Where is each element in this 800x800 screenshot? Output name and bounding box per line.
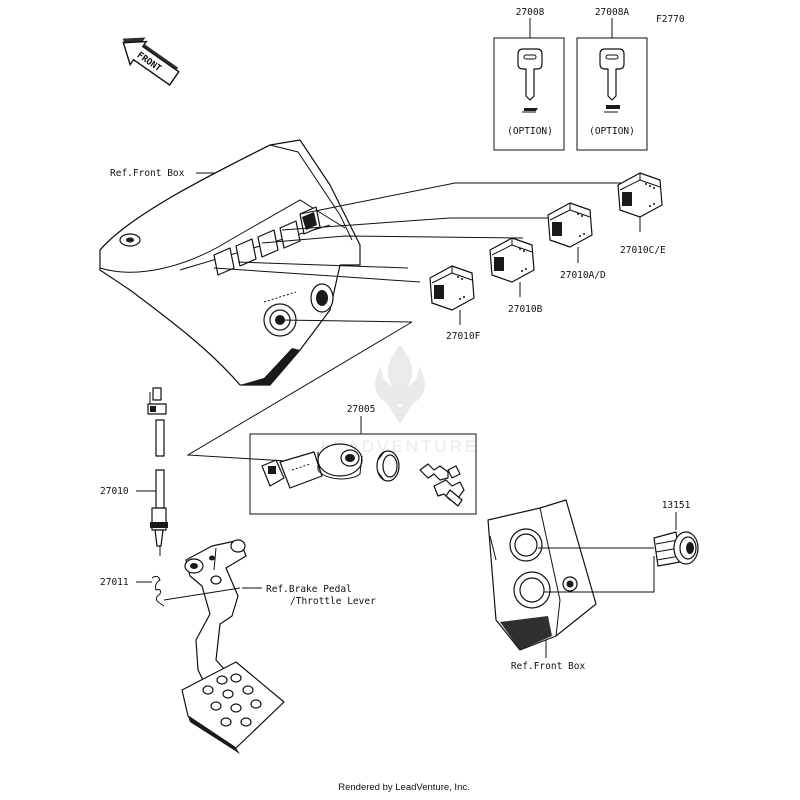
switch-27010F[interactable]: 27010F (429, 265, 481, 342)
label-27011: 27011 (100, 577, 129, 588)
pedal-pads (202, 673, 262, 727)
spring-27011[interactable]: 27011 (100, 575, 165, 607)
ref-brake-pedal-line2: /Throttle Lever (290, 596, 376, 607)
front-box-lower (487, 499, 597, 651)
key-27008-label: 27008 (516, 7, 545, 18)
ignition-switch (261, 443, 363, 489)
label-27010B: 27010B (508, 304, 543, 315)
key-27008-option: (OPTION) (507, 126, 553, 137)
front-arrow: FRONT (122, 37, 180, 86)
ref-front-box-top: Ref.Front Box (110, 168, 185, 179)
key-icon (599, 48, 625, 113)
label-13151: 13151 (662, 500, 691, 511)
key-27008A-option: (OPTION) (589, 126, 635, 137)
ignition-keys (419, 463, 465, 507)
switch-27010CE[interactable]: 27010C/E (617, 172, 666, 256)
diagram-code: F2770 (656, 14, 685, 25)
switch-27010B[interactable]: 27010B (489, 237, 543, 315)
ignition-switch-set-27005[interactable]: 27005 (186, 321, 477, 515)
key-27008A-box[interactable]: 27008A (OPTION) (576, 7, 648, 151)
brake-pedal (163, 539, 285, 754)
key-27008A-label: 27008A (595, 7, 630, 18)
label-27010AD: 27010A/D (560, 270, 606, 281)
ref-front-box-bottom: Ref.Front Box (511, 661, 586, 672)
watermark: LEADVENTURE (321, 345, 480, 456)
socket-13151[interactable]: 13151 (653, 500, 699, 567)
ref-brake-pedal-line1: Ref.Brake Pedal (266, 584, 352, 595)
front-box-panel (99, 139, 361, 386)
label-27010: 27010 (100, 486, 129, 497)
key-27008-box[interactable]: 27008 (OPTION) (493, 7, 565, 151)
ring-nut (376, 450, 400, 482)
switch-slots (213, 206, 321, 276)
leader-lines (213, 182, 638, 323)
key-icon (517, 48, 543, 113)
brake-switch-27010[interactable]: 27010 (100, 387, 168, 556)
label-27010CE: 27010C/E (620, 245, 666, 256)
label-27005: 27005 (347, 404, 376, 415)
label-27010F: 27010F (446, 331, 481, 342)
switch-27010AD[interactable]: 27010A/D (547, 202, 606, 281)
footer-credit: Rendered by LeadVenture, Inc. (338, 782, 470, 793)
watermark-text: LEADVENTURE (321, 437, 480, 456)
